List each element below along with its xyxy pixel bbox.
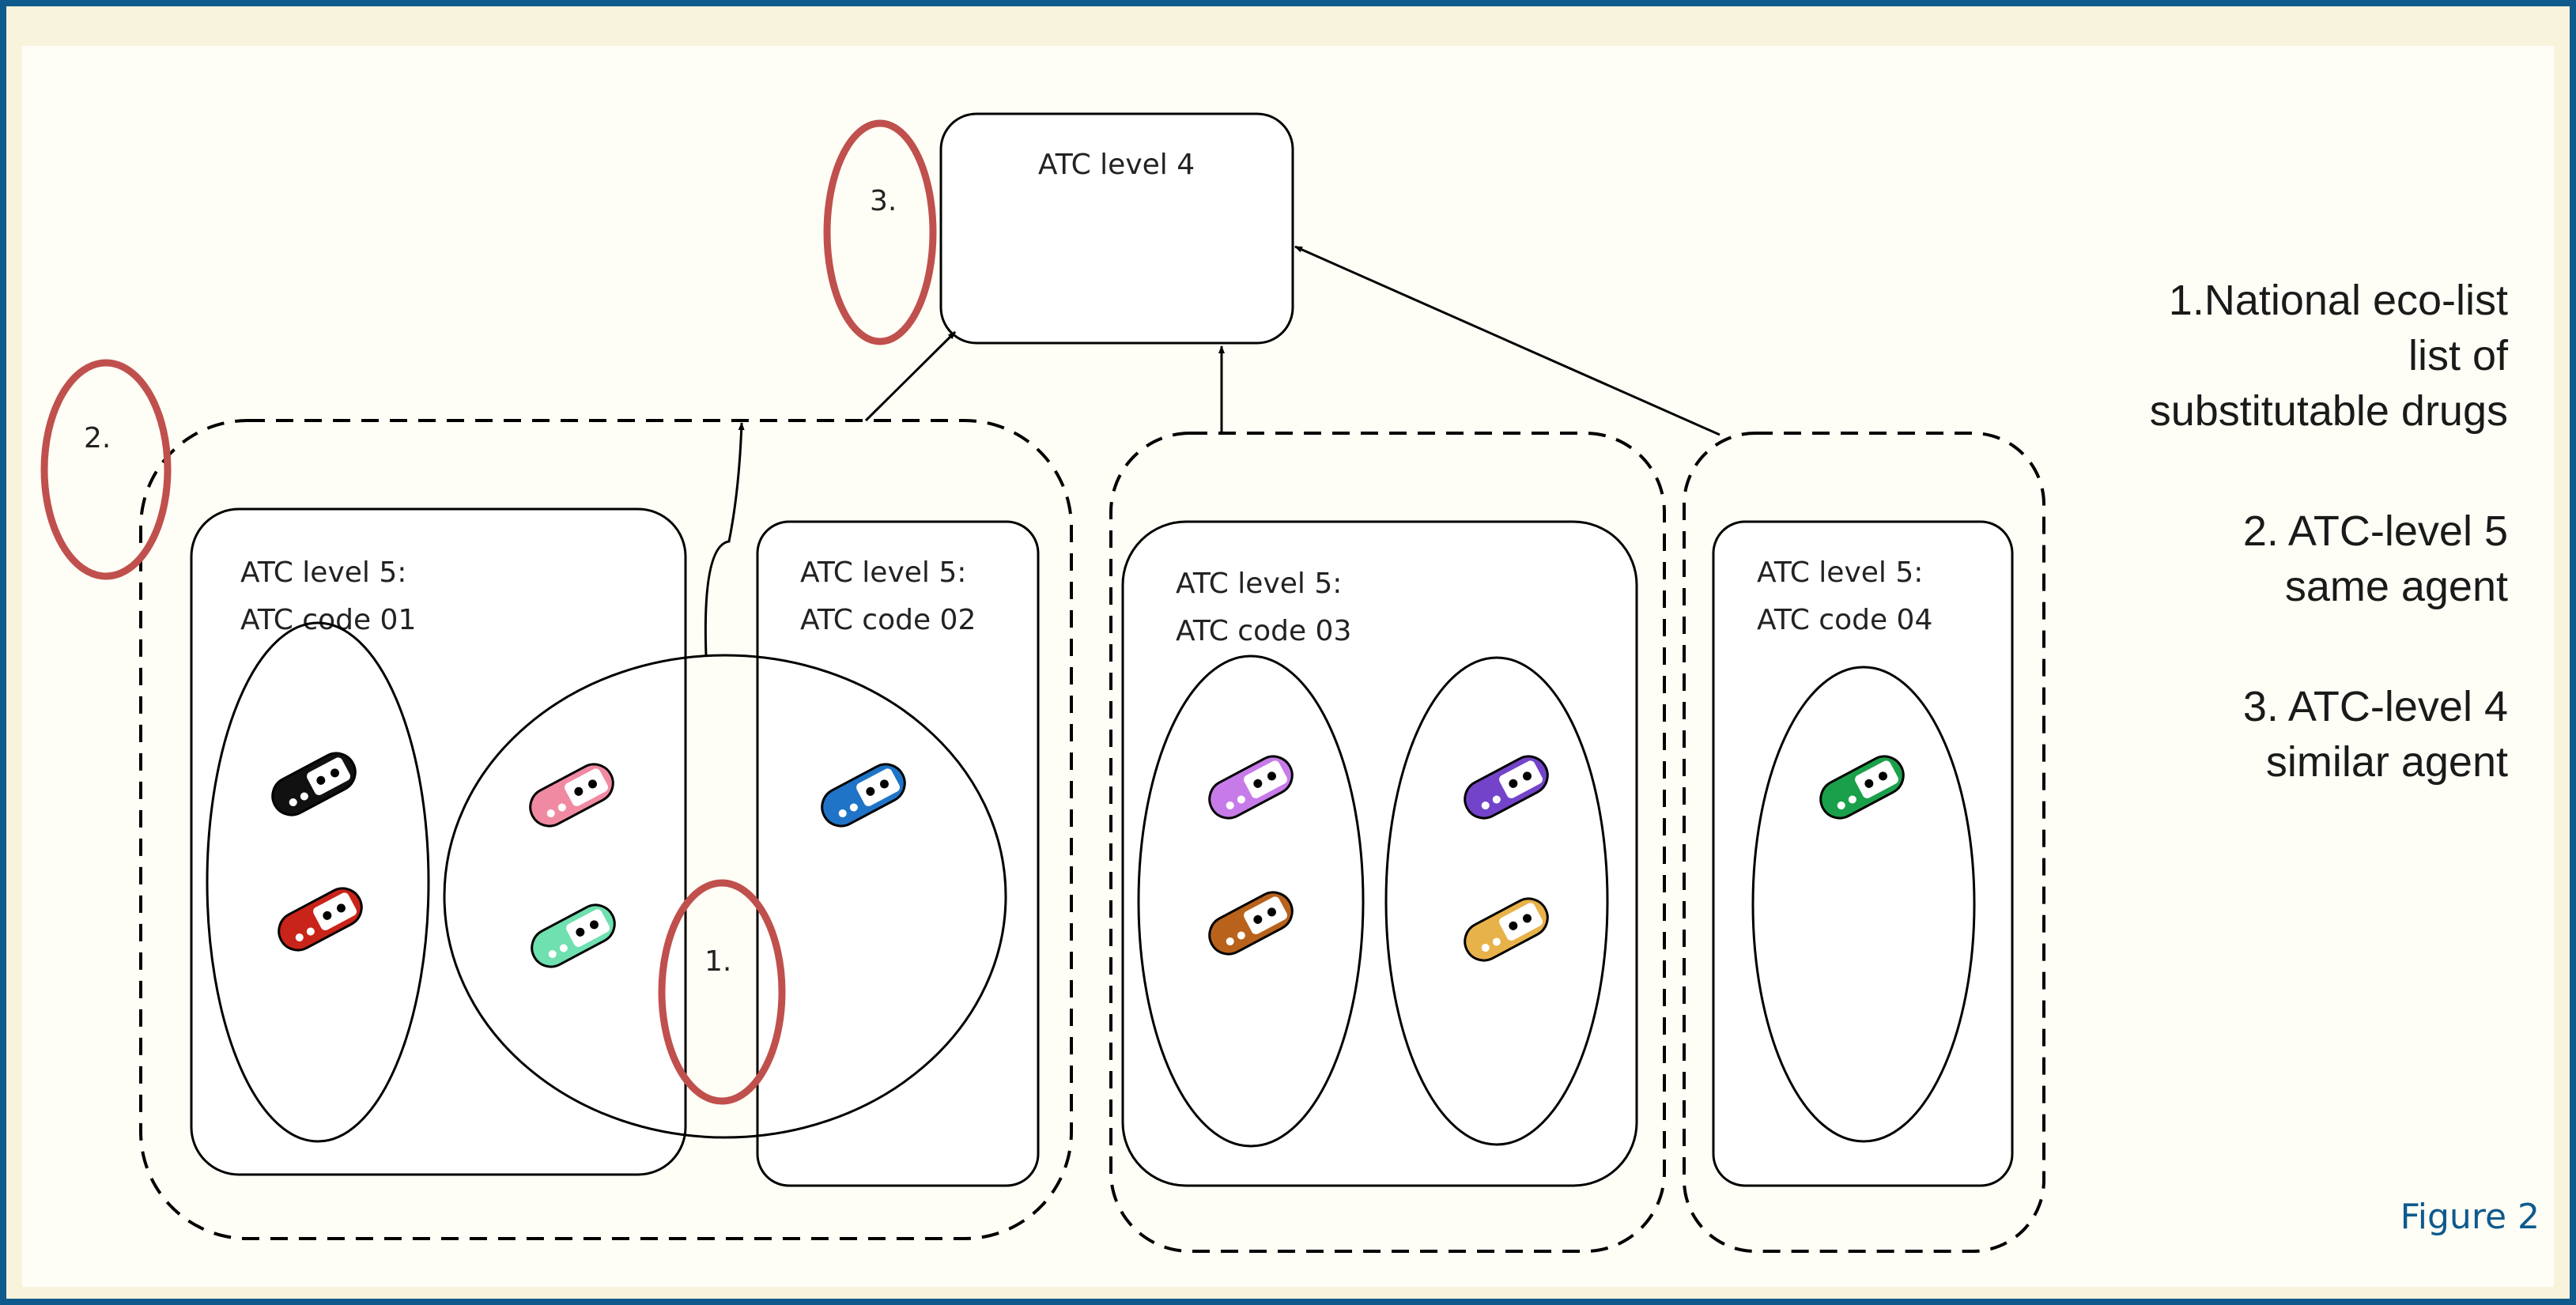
group1-title-line2: ATC code 01 <box>240 604 416 636</box>
pill-group-ellipse-03b <box>1384 656 1609 1146</box>
group4-title-line2: ATC code 04 <box>1757 604 1932 636</box>
marker-label-1: 1. <box>704 945 731 978</box>
group4-title-line1: ATC level 5: <box>1757 556 1923 589</box>
group2-title-line2: ATC code 02 <box>800 604 976 636</box>
legend-item1-line3: substitutable drugs <box>2150 387 2508 435</box>
group2-title-line1: ATC level 5: <box>800 556 966 589</box>
group3-title-line1: ATC level 5: <box>1176 568 1342 600</box>
figure-caption: Figure 2 <box>2400 1197 2540 1237</box>
pill-group-ellipse-04 <box>1751 666 1976 1143</box>
atc-level4-box <box>939 112 1294 345</box>
marker-ring-1 <box>658 879 786 1105</box>
pill-group-ellipse-03a <box>1137 654 1365 1148</box>
arrow-code04-to-level4 <box>1294 245 1720 436</box>
legend-item1-line2: list of <box>2408 332 2509 379</box>
group-dashed-01-02 <box>139 419 1073 1240</box>
legend-item2-line1: 2. ATC-level 5 <box>2243 507 2508 555</box>
atc-code03-box <box>1121 520 1638 1187</box>
marker-label-3: 3. <box>870 185 897 217</box>
legend-item3-line1: 3. ATC-level 4 <box>2243 683 2508 730</box>
arrow-eco-list-up <box>704 422 745 657</box>
pill-group-ellipse-01 <box>206 621 430 1143</box>
shared-substitution-circle <box>443 654 1007 1139</box>
marker-ring-3 <box>823 119 937 345</box>
legend: 1.National eco-list list of substitutabl… <box>2150 277 2509 786</box>
legend-item2-line2: same agent <box>2285 563 2508 610</box>
atc-code01-box <box>190 507 687 1176</box>
legend-item1-line1: 1.National eco-list <box>2169 277 2508 324</box>
atc-code02-box <box>756 520 1040 1187</box>
marker-ring-2 <box>40 359 172 580</box>
group-dashed-04 <box>1683 432 2045 1253</box>
arrow-group-to-level4 <box>864 330 957 422</box>
atc-code04-box <box>1712 520 2014 1187</box>
atc-level4-label: ATC level 4 <box>1038 149 1195 181</box>
group1-title-line1: ATC level 5: <box>240 556 406 589</box>
legend-item3-line2: similar agent <box>2266 738 2508 786</box>
group3-title-line2: ATC code 03 <box>1176 615 1351 647</box>
marker-label-2: 2. <box>84 422 111 454</box>
